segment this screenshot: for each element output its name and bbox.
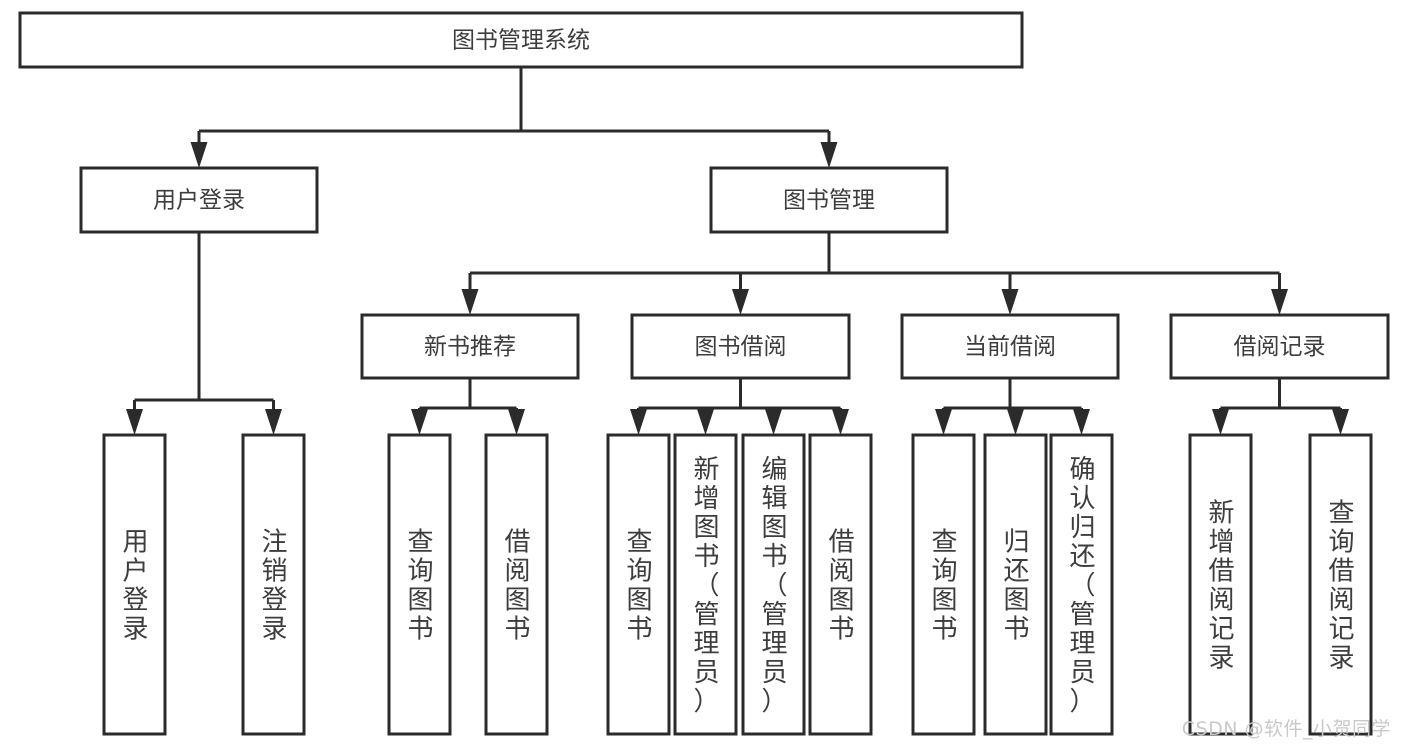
- connector-user-login-to-leaves: [126, 232, 282, 435]
- node-leaf-logout[interactable]: 注销登录: [241, 433, 306, 736]
- node-leaf-user-login[interactable]: 用户登录: [102, 433, 167, 736]
- node-leaf-query-book-1[interactable]: 查询图书: [387, 433, 452, 736]
- connector-book-manage-to-level3: [461, 232, 1288, 315]
- node-leaf-return-book[interactable]: 归还图书: [983, 433, 1048, 736]
- connector-borrow-record-to-leaves: [1212, 378, 1349, 435]
- node-label: 用户登录: [122, 528, 148, 645]
- connector-new-book-rec-to-leaves: [411, 378, 525, 435]
- node-leaf-query-record[interactable]: 查询借阅记录: [1308, 433, 1373, 736]
- connector-root-to-level2: [190, 67, 838, 168]
- node-label: 借阅图书: [504, 528, 530, 645]
- node-book-manage[interactable]: 图书管理: [709, 166, 949, 234]
- node-label: 编辑图书（管理员）: [761, 455, 787, 717]
- connector-current-borrow-to-leaves: [935, 378, 1090, 435]
- node-label: 新增图书（管理员）: [693, 455, 719, 717]
- node-label: 新增借阅记录: [1208, 499, 1234, 674]
- node-label: 图书管理: [783, 188, 875, 214]
- node-leaf-query-book-2[interactable]: 查询图书: [606, 433, 671, 736]
- node-label: 图书借阅: [695, 334, 787, 360]
- node-label: 新书推荐: [424, 334, 516, 360]
- node-label: 借阅记录: [1234, 334, 1326, 360]
- node-new-book-rec[interactable]: 新书推荐: [360, 313, 580, 380]
- node-leaf-query-book-3[interactable]: 查询图书: [911, 433, 976, 736]
- node-book-borrow[interactable]: 图书借阅: [630, 313, 851, 380]
- node-label: 查询图书: [626, 528, 652, 645]
- node-borrow-record[interactable]: 借阅记录: [1169, 313, 1390, 380]
- node-label: 确认归还（管理员）: [1069, 455, 1095, 717]
- node-label: 查询借阅记录: [1328, 499, 1354, 674]
- node-user-login[interactable]: 用户登录: [79, 166, 319, 234]
- node-leaf-borrow-book-1[interactable]: 借阅图书: [484, 433, 549, 736]
- node-label: 当前借阅: [964, 334, 1056, 360]
- node-leaf-add-book[interactable]: 新增图书（管理员）: [673, 433, 738, 736]
- node-leaf-confirm-return[interactable]: 确认归还（管理员）: [1049, 433, 1114, 736]
- node-label: 查询图书: [931, 528, 957, 645]
- node-label: 用户登录: [153, 188, 245, 214]
- watermark-text: CSDN @软件_小贺同学: [1181, 718, 1391, 740]
- node-label: 注销登录: [261, 528, 287, 645]
- node-label: 图书管理系统: [452, 28, 590, 54]
- node-current-borrow[interactable]: 当前借阅: [900, 313, 1120, 380]
- node-label: 归还图书: [1003, 528, 1029, 645]
- node-root[interactable]: 图书管理系统: [18, 11, 1024, 69]
- connector-book-borrow-to-leaves: [630, 378, 849, 435]
- node-leaf-edit-book[interactable]: 编辑图书（管理员）: [741, 433, 806, 736]
- node-leaf-borrow-book-2[interactable]: 借阅图书: [808, 433, 873, 736]
- node-leaf-add-record[interactable]: 新增借阅记录: [1188, 433, 1253, 736]
- node-label: 查询图书: [407, 528, 433, 645]
- node-label: 借阅图书: [828, 528, 854, 645]
